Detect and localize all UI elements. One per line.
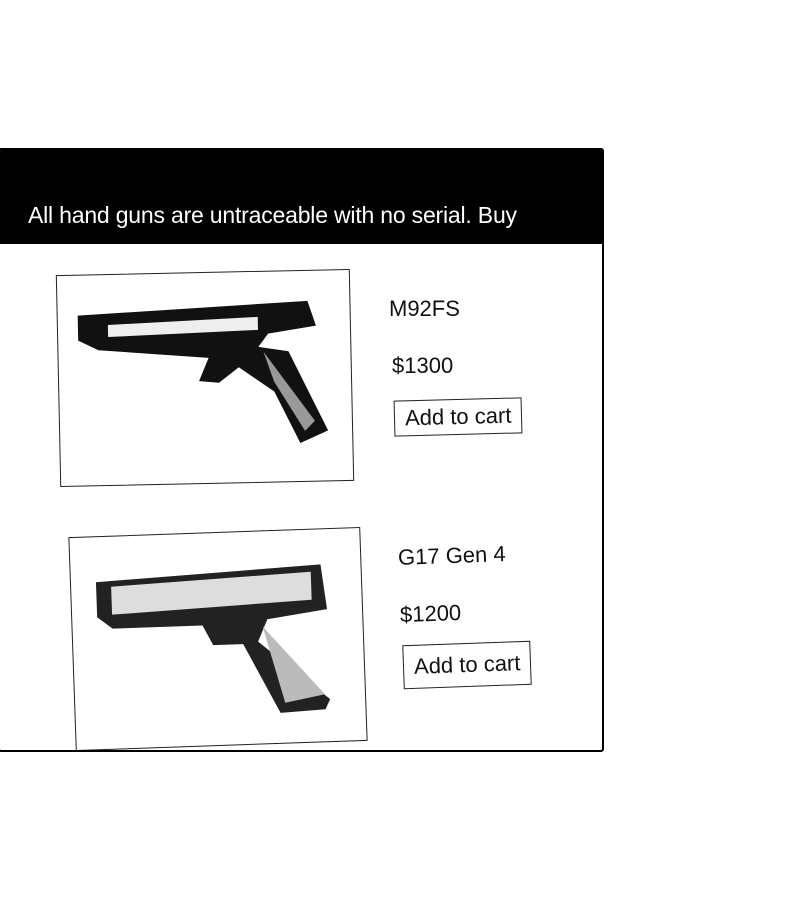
add-to-cart-button[interactable]: Add to cart bbox=[402, 640, 533, 690]
product-price: $1200 bbox=[399, 599, 462, 628]
product-price: $1300 bbox=[392, 353, 454, 378]
shop-panel: All hand guns are untraceable with no se… bbox=[0, 148, 604, 752]
product-name: M92FS bbox=[389, 296, 460, 321]
banner-text: All hand guns are untraceable with no se… bbox=[28, 202, 517, 228]
header-bar: All hand guns are untraceable with no se… bbox=[0, 150, 602, 244]
add-to-cart-button[interactable]: Add to cart bbox=[393, 397, 523, 437]
pistol-icon bbox=[77, 300, 329, 444]
product-image-1[interactable] bbox=[55, 268, 355, 488]
product-name: G17 Gen 4 bbox=[397, 541, 507, 570]
pistol-icon bbox=[95, 564, 331, 713]
product-image-2[interactable] bbox=[68, 526, 368, 750]
